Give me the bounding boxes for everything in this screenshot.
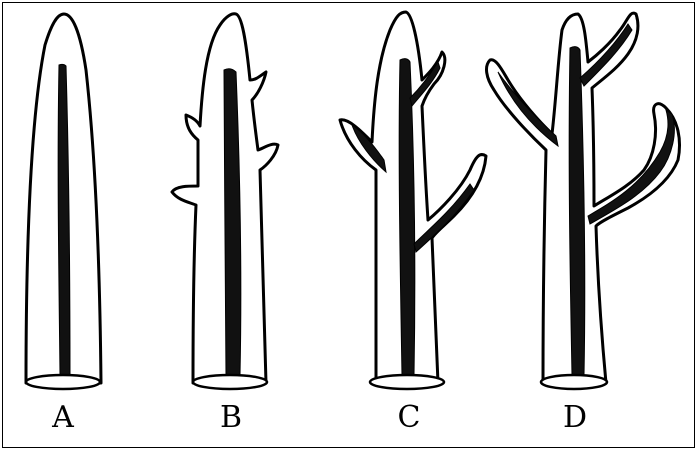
structure-d	[487, 13, 680, 389]
label-d: D	[545, 400, 605, 435]
label-c: C	[379, 400, 439, 435]
structure-c	[340, 12, 486, 389]
structure-b	[172, 14, 278, 389]
label-b: B	[201, 400, 261, 435]
label-a: A	[33, 400, 93, 435]
structure-a	[26, 14, 101, 389]
